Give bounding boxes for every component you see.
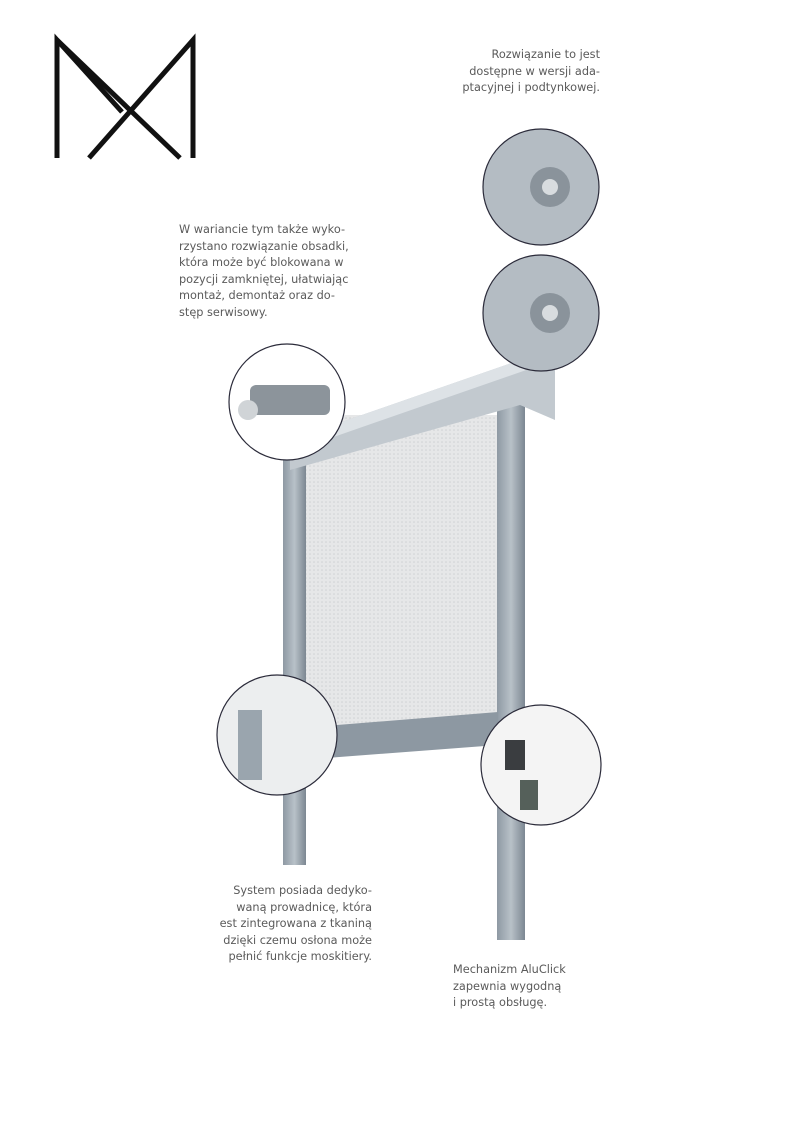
fabric-panel xyxy=(300,415,498,733)
bottom-bar xyxy=(300,712,498,760)
caption-bracket: W wariancie tym także wyko- rzystano roz… xyxy=(179,223,349,319)
brand-logo xyxy=(54,33,196,160)
caption-guide-rail: System posiada dedyko- waną prowadnicę, … xyxy=(219,884,372,963)
left-guide xyxy=(283,450,306,865)
caption-mounting-versions: Rozwiązanie to jest dostępne w wersji ad… xyxy=(462,48,600,94)
detail-guide-rail xyxy=(216,674,338,796)
detail-aluclick xyxy=(480,704,602,826)
caption-aluclick: Mechanizm AluClick zapewnia wygodną i pr… xyxy=(453,963,566,1009)
headbox xyxy=(290,360,555,470)
right-guide xyxy=(497,385,525,940)
